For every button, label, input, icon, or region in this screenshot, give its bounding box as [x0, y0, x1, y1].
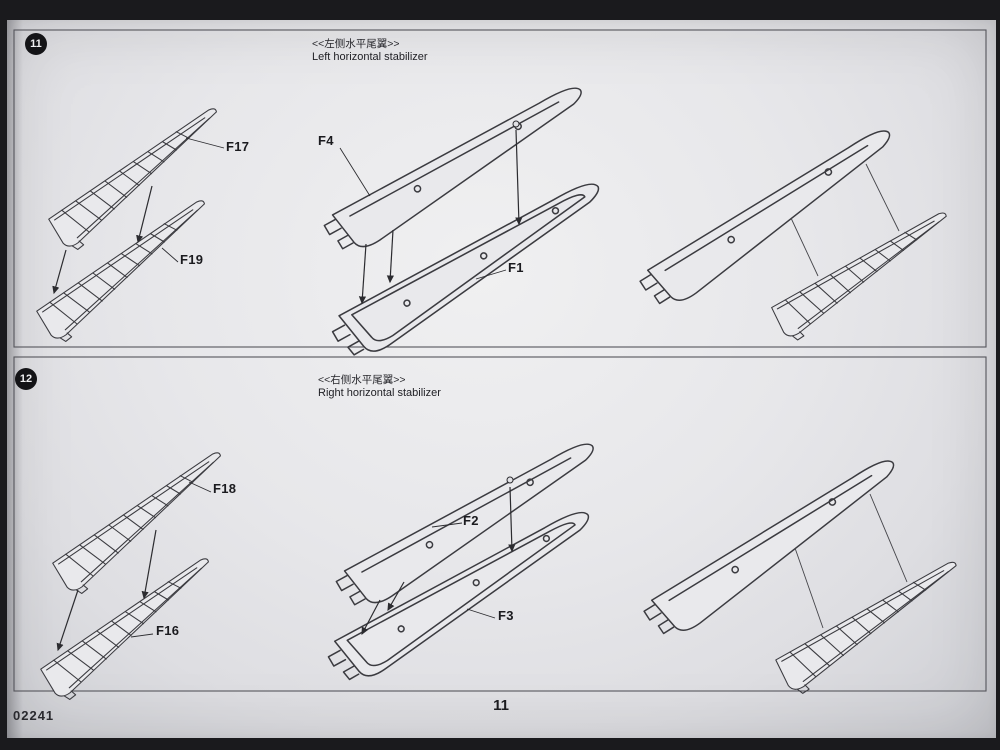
step-12-badge: 12	[15, 368, 37, 390]
part-f18-rib-frame-drawing	[46, 450, 246, 599]
part-label-f16: F16	[156, 623, 180, 638]
leader-line-f16	[130, 633, 154, 638]
part-f17-rib-frame-drawing	[42, 106, 242, 255]
part-label-f1: F1	[508, 260, 524, 275]
panel-borders	[13, 29, 987, 692]
leader-line-f19	[161, 247, 179, 263]
step-11-illustrations	[30, 83, 968, 365]
assembly-arrow	[387, 581, 405, 612]
assembly-arrow	[56, 589, 79, 652]
assembly-arrow	[358, 243, 367, 305]
assembled-stabilizer-skin-drawing	[625, 126, 917, 315]
assembly-arrow	[508, 486, 516, 553]
assembly-arrow	[515, 129, 523, 226]
part-label-f3: F3	[498, 608, 514, 623]
step-11-title-english: Left horizontal stabilizer	[312, 51, 428, 63]
part-label-f2: F2	[463, 513, 479, 528]
locating-pin	[506, 476, 514, 484]
alignment-line	[869, 493, 908, 583]
step-11-title-chinese: <<左侧水平尾翼>>	[312, 38, 400, 50]
alignment-line	[794, 547, 824, 629]
assembly-arrow	[52, 249, 67, 295]
assembly-arrow	[136, 185, 153, 244]
kit-number: 02241	[13, 708, 55, 723]
assembly-arrow	[141, 529, 157, 600]
step-11-badge: 11	[25, 33, 47, 55]
assembly-arrow	[386, 229, 394, 284]
leader-line-f1	[475, 269, 507, 280]
locating-pin	[512, 120, 520, 128]
leader-line-f2	[431, 522, 463, 528]
assembly-arrow	[361, 599, 381, 636]
page-number: 11	[493, 697, 509, 714]
alignment-line	[865, 163, 900, 232]
assembled-rib-frame-drawing	[770, 559, 978, 699]
step-12-title-english: Right horizontal stabilizer	[318, 387, 441, 399]
part-label-f19: F19	[180, 252, 204, 267]
leader-line-f18	[188, 481, 212, 493]
leader-line-f17	[185, 137, 225, 149]
part-label-f18: F18	[213, 481, 237, 496]
alignment-line	[790, 217, 819, 277]
leader-line-f3	[466, 608, 496, 619]
part-label-f4: F4	[318, 133, 334, 148]
part-label-f17: F17	[226, 139, 250, 154]
part-f4-skin-panel-drawing	[311, 83, 605, 260]
leader-line-f4	[339, 147, 371, 197]
step-12-title-chinese: <<右侧水平尾翼>>	[318, 374, 406, 386]
step-12-illustrations	[34, 439, 978, 705]
